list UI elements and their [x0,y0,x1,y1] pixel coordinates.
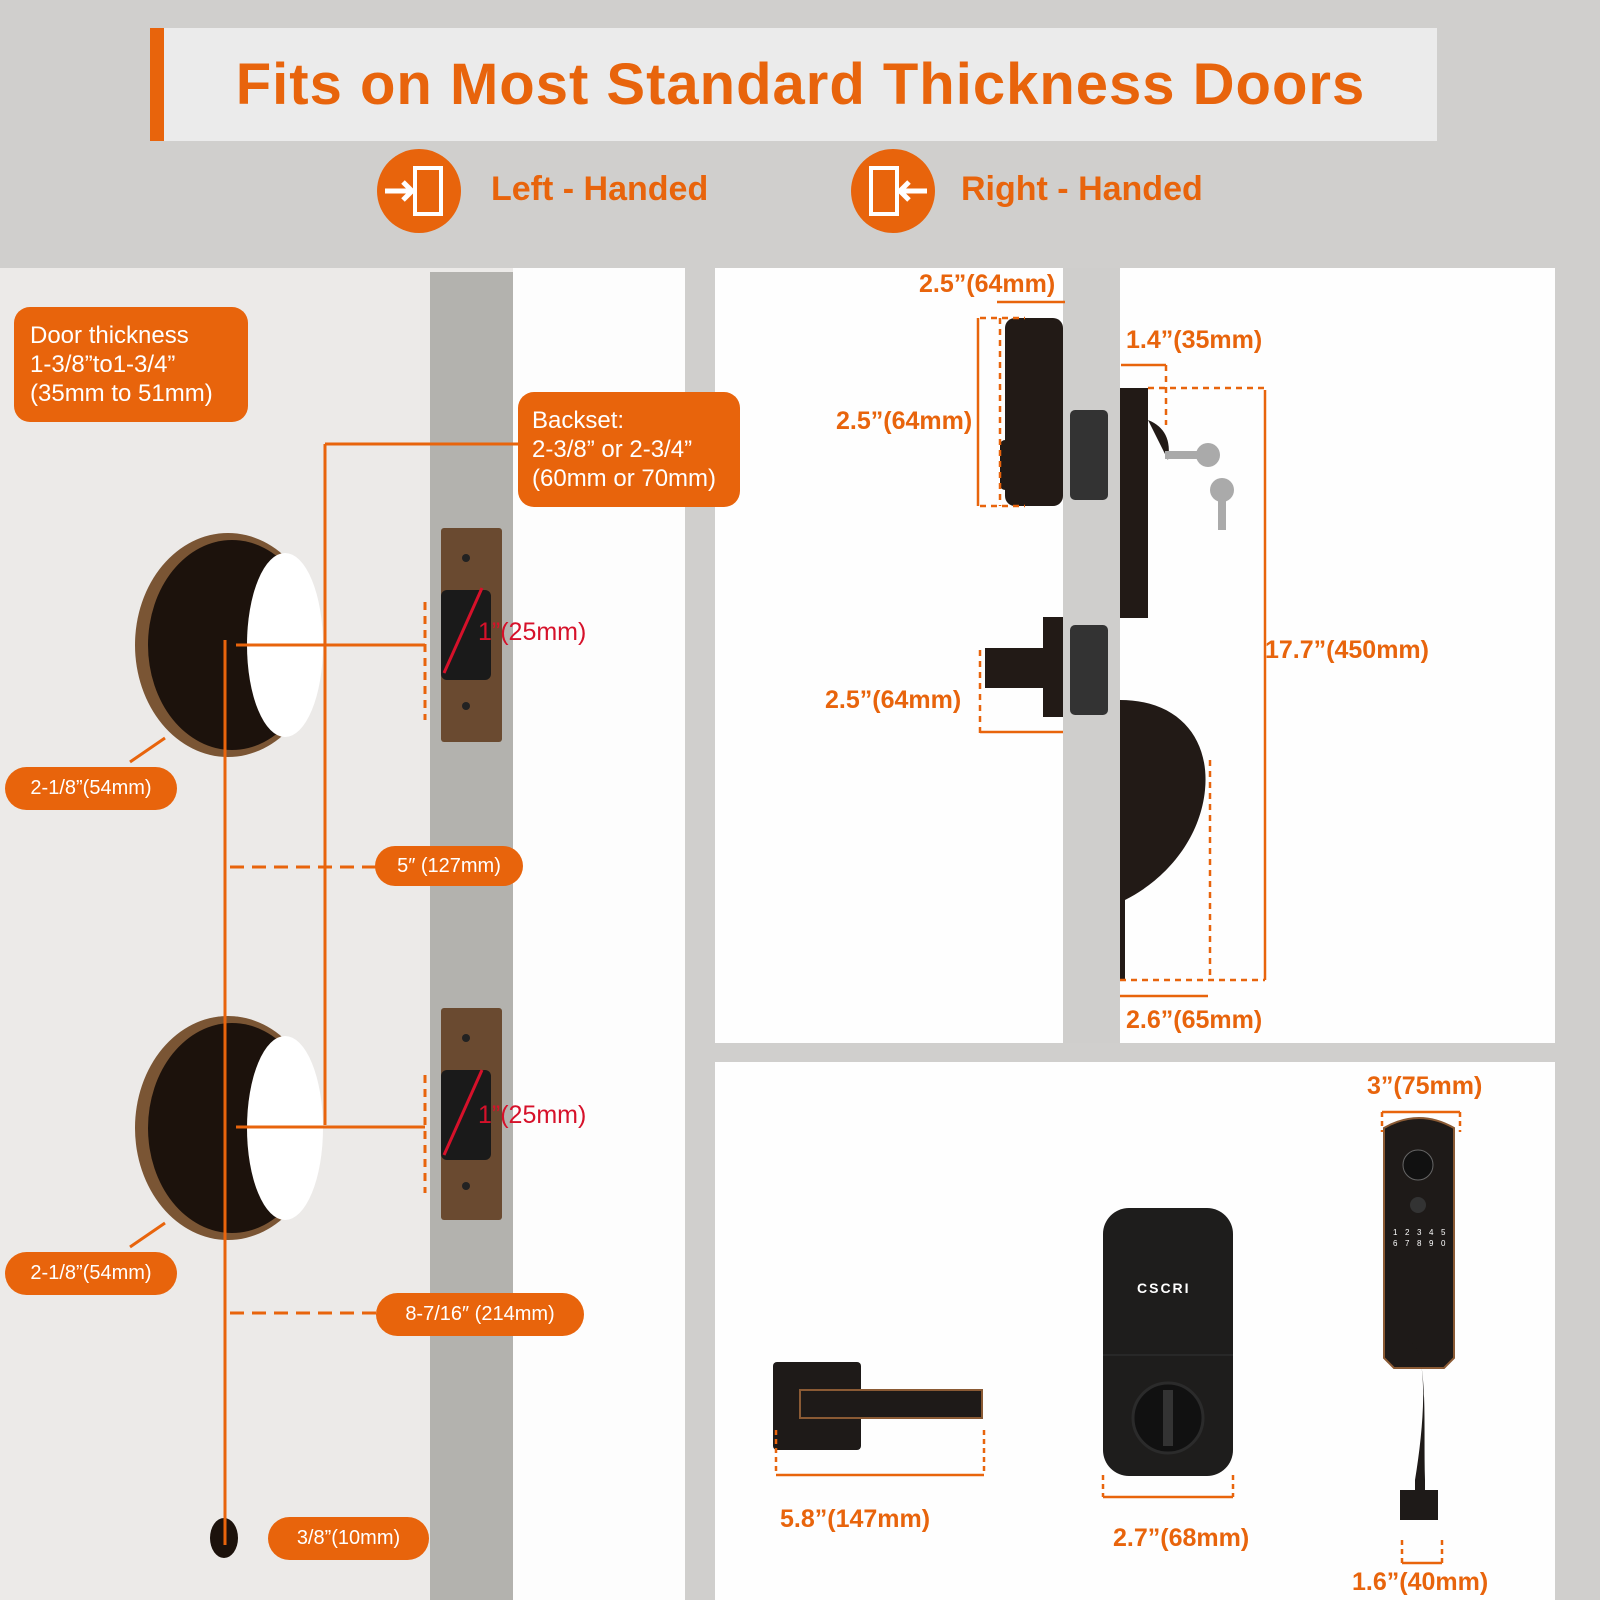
door-enter-left-icon [377,149,461,233]
small-hole-label: 3/8”(10mm) [268,1517,429,1560]
keypad-key[interactable]: 3 [1417,1228,1422,1237]
keypad-key[interactable]: 7 [1405,1239,1410,1248]
lever-side [985,617,1108,717]
deadbolt-height-label: 2.5”(64mm) [836,407,973,435]
backset-callout: Backset: 2-3/8” or 2-3/4” (60mm or 70mm) [518,392,740,507]
keypad-key[interactable]: 4 [1429,1228,1434,1237]
bore-bottom-label: 2-1/8”(54mm) [5,1252,177,1295]
strike-plate-top [441,528,502,742]
deadbolt-side [1000,318,1108,506]
spacing-5in-label: 5″ (127mm) [375,846,523,886]
door-edge [430,272,513,1600]
strike-plate-bottom [441,1008,502,1220]
keypad-key[interactable]: 5 [1441,1228,1446,1237]
handle-width-label: 1.6”(40mm) [1352,1568,1489,1596]
deadbolt-width-label: 2.7”(68mm) [1113,1524,1250,1552]
keypad-key[interactable]: 2 [1405,1228,1410,1237]
brand-logo: CSCRI [1137,1280,1191,1296]
keypad-key[interactable]: 6 [1393,1239,1398,1248]
total-height-label: 17.7”(450mm) [1265,636,1429,664]
keypad-key[interactable]: 8 [1417,1239,1422,1248]
handleset-front [1383,1117,1455,1520]
bolt-hole-bottom-label: 1”(25mm) [478,1101,587,1129]
handleset-side [1120,388,1206,980]
key-icon [1165,443,1234,530]
callout-line: Backset: [532,407,625,434]
keypad-key[interactable]: 0 [1441,1239,1446,1248]
lever-front [773,1362,983,1450]
callout-line: (35mm to 51mm) [30,380,213,407]
door-thickness-callout: Door thickness 1-3/8”to1-3/4” (35mm to 5… [14,307,248,422]
title-bar [150,28,1437,141]
callout-line: Door thickness [30,322,189,349]
handleset-depth-label: 1.4”(35mm) [1126,326,1263,354]
keypad: 1 2 3 4 5 6 7 8 9 0 [1393,1228,1445,1248]
bolt-hole-top-label: 1”(25mm) [478,618,587,646]
right-handed-label: Right - Handed [961,170,1203,208]
handleset-width-label: 3”(75mm) [1367,1072,1483,1100]
spacing-8in-label: 8-7/16″ (214mm) [376,1293,584,1336]
door-enter-right-icon [851,149,935,233]
deadbolt-depth-label: 2.5”(64mm) [919,270,1056,298]
callout-line: 1-3/8”to1-3/4” [30,351,176,378]
keypad-key[interactable]: 1 [1393,1228,1398,1237]
handedness-icons [377,149,935,233]
deadbolt-front [1103,1208,1233,1476]
left-handed-label: Left - Handed [491,170,709,208]
handle-depth-label: 2.6”(65mm) [1126,1006,1263,1034]
lever-depth-label: 2.5”(64mm) [825,686,962,714]
keypad-key[interactable]: 9 [1429,1239,1434,1248]
lever-length-label: 5.8”(147mm) [780,1505,931,1533]
callout-line: 2-3/8” or 2-3/4” [532,436,693,463]
page-title: Fits on Most Standard Thickness Doors [235,52,1366,117]
bore-top-label: 2-1/8”(54mm) [5,767,177,810]
title-accent [150,28,164,141]
callout-line: (60mm or 70mm) [532,465,717,492]
bore-hole-bottom [135,1016,323,1240]
